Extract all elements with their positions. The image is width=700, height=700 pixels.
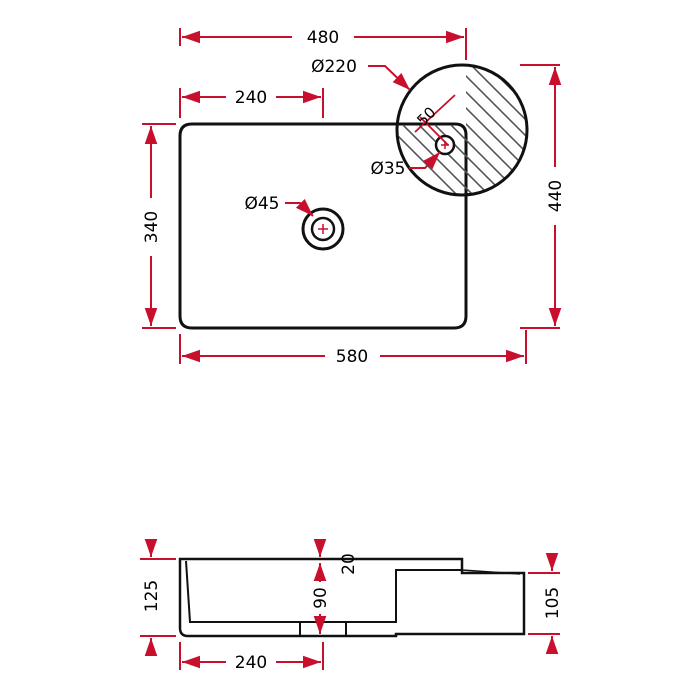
dim-total-depth [520,64,562,329]
label-105: 105 [543,587,563,619]
dim-tap-offset [179,88,324,118]
label-90: 90 [311,587,331,609]
dim-right-height [528,553,560,654]
label-480: 480 [307,28,339,48]
tap-zone-circle [395,63,529,197]
dim-base-offset [179,642,324,670]
leader-diameter-35 [409,151,441,170]
dim-tap-small [414,94,456,146]
dim-total-width [179,330,527,364]
leader-diameter-45 [285,198,314,217]
drain-outer [301,207,345,251]
label-240-top: 240 [235,88,267,108]
label-580: 580 [336,347,368,367]
label-125: 125 [142,580,162,612]
dim-overall-width [179,28,467,60]
leader-diameter-220 [368,65,411,91]
side-profile-inner [185,560,462,623]
label-240-bottom: 240 [235,653,267,673]
drain-inner [310,216,336,242]
label-340: 340 [142,211,162,243]
label-diameter-35: Ø35 [370,159,405,179]
label-20: 20 [339,553,359,575]
label-diameter-45: Ø45 [244,194,279,214]
side-view: 125 20 90 105 240 [140,539,563,673]
top-view: 480 240 Ø220 50 Ø35 Ø45 [142,28,566,367]
dim-total-height [140,539,176,656]
label-diameter-220: Ø220 [311,57,357,77]
dim-body-depth [142,123,176,329]
label-440: 440 [546,180,566,212]
side-profile-outline [178,557,526,638]
basin-outline [178,122,468,330]
